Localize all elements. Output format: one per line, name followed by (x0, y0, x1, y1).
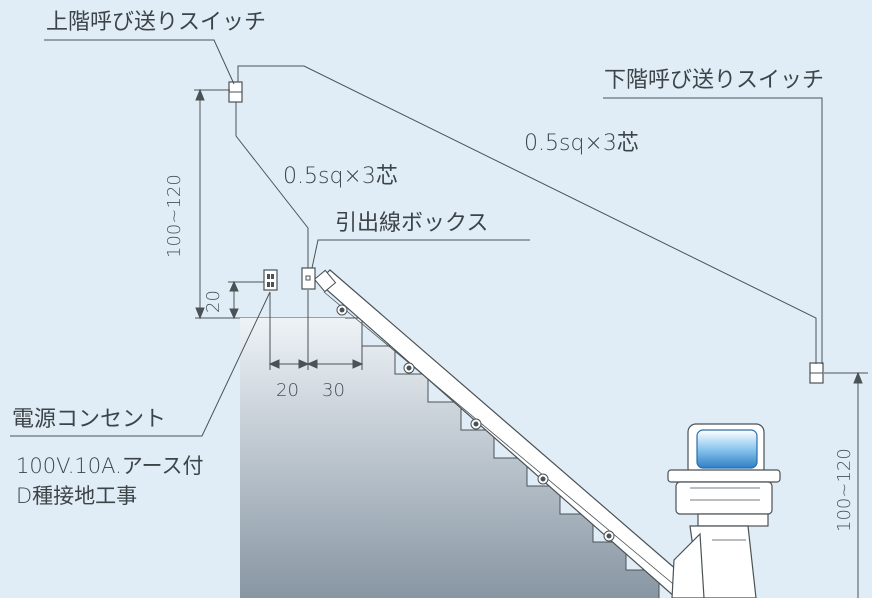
dim-outlet-height-label: 20 (203, 290, 224, 313)
junction-box-label: 引出線ボックス (335, 211, 489, 236)
outlet-spec-line-1: 100V.10A.アース付 (16, 454, 204, 478)
upper-switch-leader (44, 39, 235, 85)
dim-offset-2-label: 30 (322, 380, 345, 401)
outlet-spec-line-2: D種接地工事 (16, 484, 138, 508)
dim-lower-switch-height-label: 100~120 (834, 448, 855, 532)
stairlift-chair (667, 423, 781, 598)
dim-offset-1-label: 20 (276, 380, 299, 401)
upper-switch-label: 上階呼び送りスイッチ (46, 10, 267, 35)
staircase (240, 318, 659, 598)
lower-switch-label: 下階呼び送りスイッチ (604, 68, 825, 93)
dim-upper-switch-height (194, 88, 230, 320)
dim-outlet-height (228, 280, 264, 320)
cable-short-label: 0.5sq×3芯 (283, 164, 398, 189)
outlet-label: 電源コンセント (12, 407, 167, 432)
upper-switch (228, 81, 243, 103)
dim-outlet-offsets (268, 290, 364, 370)
junction-box (301, 267, 316, 290)
outlet-leader (10, 291, 271, 437)
cable-long (237, 65, 817, 364)
cable-long-label: 0.5sq×3芯 (524, 131, 639, 156)
dim-upper-switch-height-label: 100~120 (164, 174, 185, 258)
lower-switch-leader (603, 97, 823, 364)
cable-short (235, 102, 309, 268)
power-outlet (263, 269, 278, 291)
lower-switch (809, 362, 824, 384)
dim-lower-switch-height (824, 371, 868, 598)
junction-box-leader (311, 239, 530, 269)
